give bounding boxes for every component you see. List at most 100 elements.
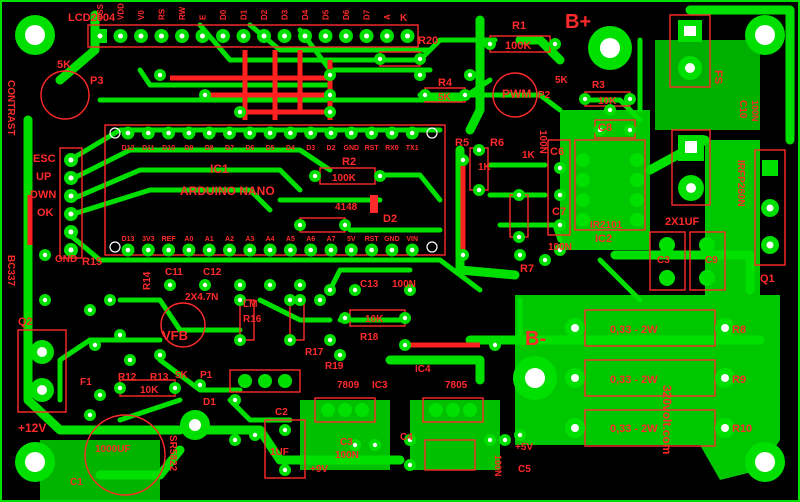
- r2-label: R2: [342, 156, 356, 168]
- c5-label: C5: [518, 464, 531, 475]
- d1-label: D1: [203, 397, 216, 408]
- component-pad-hole: [97, 392, 103, 398]
- component-pad-hole: [487, 41, 493, 47]
- r6-label: R6: [490, 137, 504, 149]
- component-pad-hole: [476, 187, 482, 193]
- component-pad-hole: [476, 147, 482, 153]
- component-pad-hole: [297, 282, 303, 288]
- nano-bottom-pin-label: A1: [205, 236, 214, 243]
- r2-value: 100K: [332, 173, 357, 184]
- component-pad-hole: [552, 41, 558, 47]
- ir-label: IR2101: [590, 220, 623, 231]
- lcd-pin-label: VSS: [96, 3, 105, 20]
- shunt-pads: [565, 318, 735, 438]
- nano-bottom-hole: [267, 247, 273, 253]
- nano-bottom-hole: [409, 247, 415, 253]
- r4-value: 5K: [438, 92, 452, 103]
- ic4-label: IC4: [415, 364, 431, 375]
- ok-label: OK: [37, 207, 54, 219]
- lcd-pad-hole: [241, 33, 246, 39]
- r4-label: R4: [438, 77, 453, 89]
- nano-bottom-hole: [227, 247, 232, 253]
- c1-value: 1000UF: [95, 444, 131, 455]
- component-pad-hole: [297, 297, 303, 303]
- component-pad-hole: [237, 297, 243, 303]
- c13-value: 100N: [392, 279, 416, 290]
- up-label: UP: [36, 171, 51, 183]
- r8-label: R8: [732, 324, 746, 336]
- nano-top-hole: [166, 130, 171, 136]
- lcd-pad-hole: [138, 33, 144, 39]
- buttons-header: [59, 147, 83, 259]
- nano-bottom-pin-label: 5V: [347, 236, 356, 243]
- nano-bottom-hole: [146, 247, 151, 253]
- bplus-label: B+: [565, 11, 591, 33]
- ic3-label: IC3: [372, 380, 388, 391]
- silkscreen-labels: LCD2004 K 5K P3 CONTRAST ESC UP DWN OK G…: [5, 11, 775, 488]
- lcd-pin-label: A: [383, 14, 392, 20]
- component-pad-hole: [172, 385, 178, 391]
- component-pad-hole: [312, 173, 318, 179]
- lcd-pin-label: D4: [301, 9, 310, 20]
- component-pad-hole: [237, 109, 243, 115]
- nano-top-pin-label: RX0: [385, 145, 399, 152]
- component-pad-hole: [202, 282, 208, 288]
- component-pad-hole: [232, 397, 238, 403]
- c3-label: C3: [657, 255, 670, 266]
- nano-bottom-hole: [166, 247, 171, 253]
- c12-label: C12: [203, 267, 222, 278]
- component-pad-hole: [516, 234, 522, 240]
- component-pad-hole: [407, 437, 413, 443]
- ic2-label: IC2: [595, 233, 612, 245]
- r1-label: R1: [512, 20, 526, 32]
- r14-label: R14: [142, 271, 153, 290]
- component-pad-hole: [107, 297, 113, 303]
- nano-bottom-pin-label: GND: [384, 236, 400, 243]
- nano-top-hole: [369, 130, 374, 136]
- lcd-pad-hole: [261, 33, 267, 39]
- lcd-pad-hole: [384, 33, 390, 39]
- r12-label: R12: [118, 372, 137, 383]
- nano-bottom-hole: [288, 247, 293, 253]
- nano-top-pin-label: TX1: [406, 145, 419, 152]
- c9-label: C9: [705, 255, 718, 266]
- r13-value: 10K: [140, 385, 159, 396]
- nano-bottom-pin-label: A4: [266, 236, 275, 243]
- ic2-outline: [574, 139, 646, 231]
- component-pad-hole: [42, 252, 48, 258]
- p1-label: P1: [200, 370, 213, 381]
- nano-top-hole: [247, 130, 253, 136]
- component-pad-hole: [327, 72, 333, 78]
- r18-value: 10K: [365, 314, 384, 325]
- component-pad-hole: [87, 412, 93, 418]
- nano-bottom-hole: [125, 247, 131, 253]
- c5-value: 100N: [493, 455, 503, 477]
- lcd-pin-label: D2: [260, 9, 269, 20]
- q2-label: Q2: [18, 316, 33, 328]
- component-pad-hole: [517, 252, 523, 258]
- r17-label: R17: [305, 347, 324, 358]
- nano-bottom-hole: [206, 247, 212, 253]
- power-connector: [17, 329, 67, 413]
- nano-top-hole: [125, 130, 131, 136]
- component-pad-hole: [402, 315, 408, 321]
- component-pad-hole: [252, 432, 258, 438]
- nano-bottom-pin-label: REF: [162, 236, 177, 243]
- contrast-label: CONTRAST: [5, 80, 16, 136]
- component-pad-hole: [267, 282, 273, 288]
- watermark-label: 320volt.com: [660, 385, 674, 454]
- component-pad-hole: [462, 92, 468, 98]
- bc337-label: BC337: [5, 255, 16, 287]
- nano-top-pin-label: D8: [205, 145, 214, 152]
- component-pad-hole: [516, 192, 522, 198]
- p3-label: P3: [90, 75, 103, 87]
- nano-bottom-hole: [186, 247, 192, 253]
- nano-bottom-pin-label: D13: [122, 236, 135, 243]
- component-pad-hole: [502, 437, 508, 443]
- lcd-pad-hole: [159, 33, 164, 39]
- r15-label: R15: [82, 256, 102, 268]
- nano-top-pin-label: D3: [306, 145, 315, 152]
- plus9-label: +9V: [310, 464, 328, 475]
